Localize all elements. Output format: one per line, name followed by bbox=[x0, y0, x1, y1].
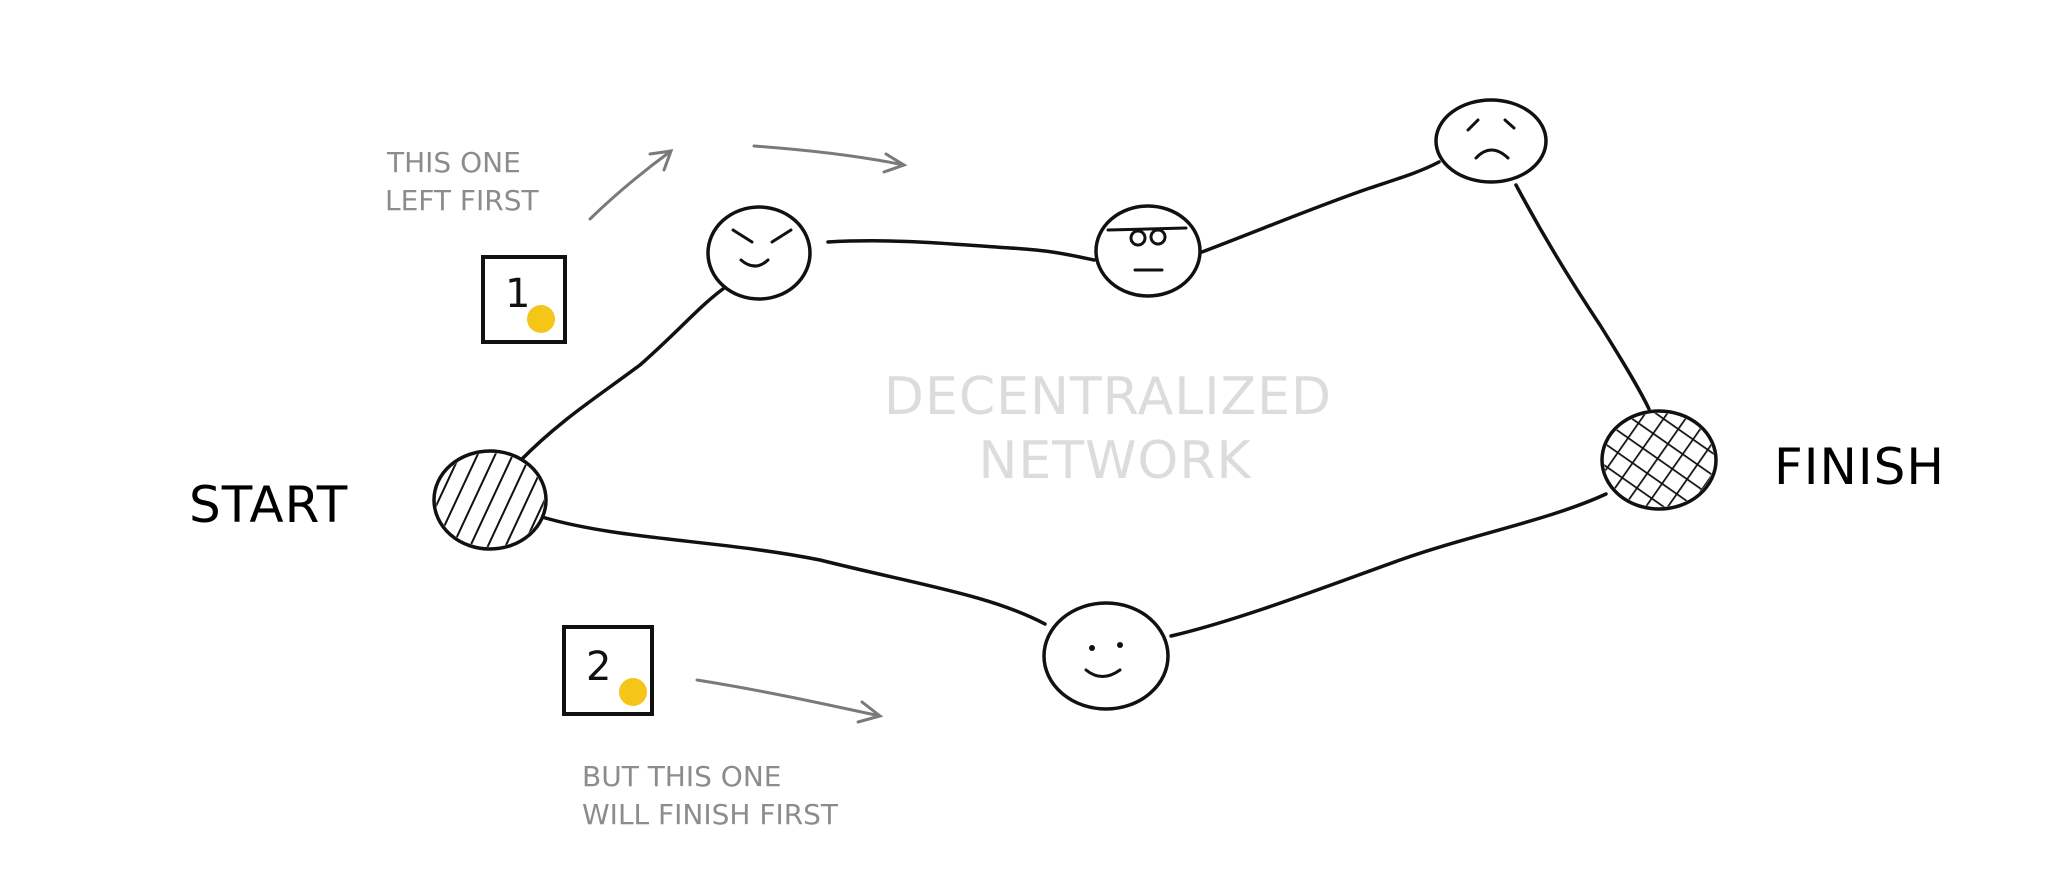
packet-1: 1 bbox=[481, 255, 567, 344]
packet-2: 2 bbox=[562, 625, 654, 716]
start-label: START bbox=[189, 476, 348, 534]
note-second-line2: WILL FINISH FIRST bbox=[582, 798, 839, 831]
watermark-line2: NETWORK bbox=[978, 431, 1252, 491]
edge-unimpressed-sad bbox=[1200, 160, 1441, 254]
finish-node-crosshatch bbox=[1604, 413, 1714, 507]
sad-face-icon bbox=[1434, 98, 1548, 184]
finish-label: FINISH bbox=[1774, 438, 1945, 496]
watermark-line1: DECENTRALIZED bbox=[884, 367, 1332, 427]
edge-sad-finish bbox=[1514, 183, 1651, 411]
unimpressed-face-icon bbox=[1094, 204, 1202, 298]
arrow-right-lower-icon bbox=[695, 678, 884, 724]
packet-2-number: 2 bbox=[586, 644, 611, 690]
note-first-line1: THIS ONE bbox=[386, 146, 521, 179]
note-first-line2: LEFT FIRST bbox=[385, 184, 540, 217]
arrow-up-right-icon bbox=[588, 149, 674, 221]
edge-angry-unimpressed bbox=[826, 239, 1096, 262]
note-second-line1: BUT THIS ONE bbox=[582, 760, 781, 793]
start-node-hatch bbox=[436, 453, 544, 547]
angry-face-icon bbox=[706, 205, 812, 301]
edge-start-angry bbox=[518, 284, 729, 463]
edge-start-happy bbox=[540, 515, 1047, 626]
happy-face-icon bbox=[1042, 601, 1170, 711]
edge-happy-finish bbox=[1169, 492, 1608, 638]
packet-2-dot bbox=[619, 678, 647, 706]
packet-1-dot bbox=[527, 305, 555, 333]
packet-1-number: 1 bbox=[505, 271, 530, 317]
arrow-right-icon bbox=[752, 144, 908, 174]
